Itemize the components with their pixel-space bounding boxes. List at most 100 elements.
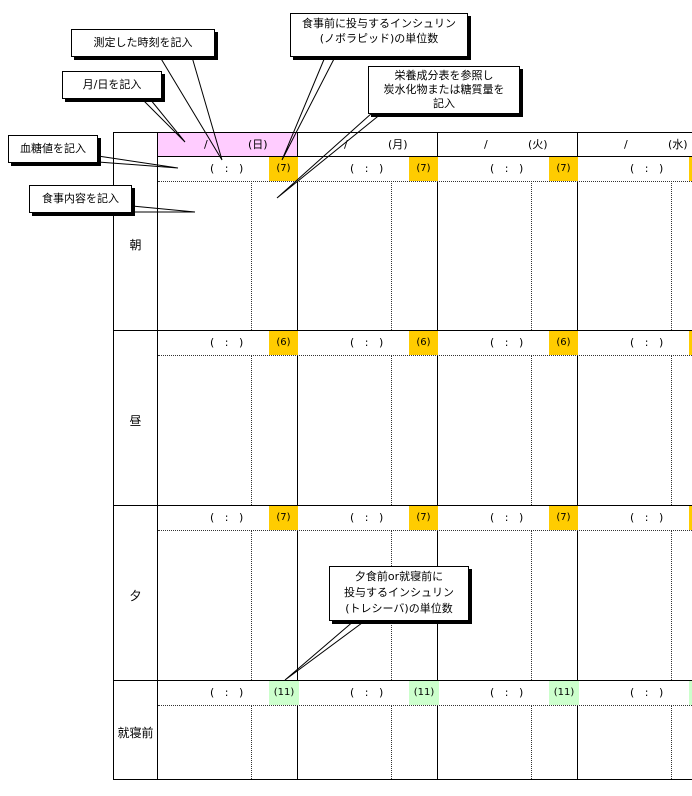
rapid-insulin-units[interactable]: (7) — [269, 157, 298, 181]
time-placeholder: ( : ) — [210, 686, 244, 699]
carb-column-divider — [251, 705, 252, 779]
day-column-border — [297, 132, 298, 780]
time-placeholder: ( : ) — [490, 336, 524, 349]
callout-carb: 栄養成分表を参照し 炭水化物または糖質量を 記入 — [368, 66, 520, 114]
time-placeholder: ( : ) — [630, 511, 664, 524]
date-highlight — [158, 133, 297, 156]
glucose-time-field[interactable]: ( : ) — [298, 682, 408, 704]
carb-column-divider — [531, 530, 532, 680]
basal-insulin-units[interactable]: (11) — [549, 681, 579, 705]
glucose-time-field[interactable]: ( : ) — [578, 507, 688, 529]
callout-carb-line2: 炭水化物または糖質量を — [383, 83, 505, 96]
glucose-time-field[interactable]: ( : ) — [158, 332, 268, 354]
carb-column-divider — [391, 181, 392, 330]
meal-section-border — [113, 330, 692, 331]
day-column-border — [437, 132, 438, 780]
time-placeholder: ( : ) — [490, 686, 524, 699]
date-cell[interactable]: / (火) — [438, 133, 578, 156]
glucose-time-field[interactable]: ( : ) — [298, 507, 408, 529]
callout-basal-line2: 投与するインシュリン — [344, 586, 454, 599]
time-row-divider — [158, 530, 692, 531]
glucose-time-field[interactable]: ( : ) — [298, 332, 408, 354]
glucose-time-field[interactable]: ( : ) — [438, 332, 548, 354]
table-bottom-border — [113, 779, 692, 780]
time-placeholder: ( : ) — [350, 336, 384, 349]
glucose-time-field[interactable]: ( : ) — [298, 158, 408, 180]
date-cell[interactable]: / (水) — [578, 133, 692, 156]
table-top-border — [113, 132, 692, 133]
callout-rapid-insulin-line1: 食事前に投与するインシュリン — [302, 17, 456, 30]
callout-meal-content-text: 食事内容を記入 — [42, 192, 119, 205]
rapid-insulin-units[interactable]: (7) — [689, 506, 692, 530]
meal-label-dinner: 夕 — [129, 589, 142, 603]
time-row-divider — [158, 181, 692, 182]
weekday-label: (日) — [248, 138, 268, 151]
rapid-insulin-units[interactable]: (7) — [549, 506, 578, 530]
rapid-insulin-units[interactable]: (7) — [409, 157, 438, 181]
weekday-label: (月) — [388, 138, 408, 151]
rapid-insulin-units[interactable]: (7) — [409, 506, 438, 530]
callout-glucose: 血糖値を記入 — [8, 135, 98, 163]
rapid-insulin-units[interactable]: (7) — [689, 157, 692, 181]
carb-column-divider — [671, 530, 672, 680]
rapid-insulin-units[interactable]: (6) — [549, 331, 578, 355]
meal-label-lunch: 昼 — [129, 414, 142, 428]
glucose-time-field[interactable]: ( : ) — [578, 332, 688, 354]
basal-insulin-units[interactable]: (11) — [269, 681, 299, 705]
glucose-time-field[interactable]: ( : ) — [158, 507, 268, 529]
glucose-time-field[interactable]: ( : ) — [578, 158, 688, 180]
date-cell[interactable]: / (月) — [298, 133, 438, 156]
carb-column-divider — [251, 181, 252, 330]
glucose-time-field[interactable]: ( : ) — [438, 507, 548, 529]
time-placeholder: ( : ) — [630, 162, 664, 175]
callout-glucose-text: 血糖値を記入 — [20, 142, 86, 155]
weekday-label: (火) — [528, 138, 548, 151]
basal-insulin-units[interactable]: (11) — [409, 681, 439, 705]
glucose-time-field[interactable]: ( : ) — [438, 158, 548, 180]
rapid-insulin-units[interactable]: (7) — [269, 506, 298, 530]
rapid-insulin-units[interactable]: (6) — [269, 331, 298, 355]
time-placeholder: ( : ) — [210, 162, 244, 175]
callout-rapid-insulin-line2: (ノボラピッド)の単位数 — [319, 32, 439, 45]
glucose-time-field[interactable]: ( : ) — [438, 682, 548, 704]
date-slash: / — [204, 138, 208, 151]
callout-time-text: 測定した時刻を記入 — [93, 36, 193, 49]
time-placeholder: ( : ) — [490, 511, 524, 524]
carb-column-divider — [251, 530, 252, 680]
callout-basal-insulin: 夕食前or就寝前に 投与するインシュリン (トレシーバ)の単位数 — [329, 566, 469, 621]
rapid-insulin-units[interactable]: (7) — [549, 157, 578, 181]
carb-column-divider — [531, 705, 532, 779]
glucose-time-field[interactable]: ( : ) — [158, 158, 268, 180]
date-slash: / — [484, 138, 488, 151]
rapid-insulin-units[interactable]: (6) — [409, 331, 438, 355]
date-slash: / — [624, 138, 628, 151]
time-placeholder: ( : ) — [210, 336, 244, 349]
time-placeholder: ( : ) — [350, 511, 384, 524]
callout-basal-line1: 夕食前or就寝前に — [354, 570, 444, 583]
time-row-divider — [158, 705, 692, 706]
time-placeholder: ( : ) — [630, 336, 664, 349]
carb-column-divider — [251, 355, 252, 505]
date-slash: / — [344, 138, 348, 151]
meal-label-breakfast: 朝 — [129, 238, 142, 252]
basal-insulin-units[interactable]: (11) — [689, 681, 692, 705]
meal-label-bedtime: 就寝前 — [117, 726, 154, 740]
glucose-time-field[interactable]: ( : ) — [158, 682, 268, 704]
callout-time: 測定した時刻を記入 — [71, 29, 215, 57]
date-row-bottom — [158, 156, 692, 157]
weekday-label: (水) — [668, 138, 688, 151]
meal-section-border — [113, 680, 692, 681]
time-placeholder: ( : ) — [630, 686, 664, 699]
carb-column-divider — [391, 355, 392, 505]
callout-date-text: 月/日を記入 — [82, 78, 142, 91]
table-left-border — [113, 132, 114, 780]
callout-meal-content: 食事内容を記入 — [29, 185, 132, 213]
callout-date: 月/日を記入 — [62, 71, 162, 99]
glucose-time-field[interactable]: ( : ) — [578, 682, 688, 704]
meal-section-border — [113, 505, 692, 506]
time-placeholder: ( : ) — [210, 511, 244, 524]
date-cell[interactable]: / (日) — [158, 133, 298, 156]
rapid-insulin-units[interactable]: (6) — [689, 331, 692, 355]
callout-carb-line1: 栄養成分表を参照し — [394, 69, 494, 82]
